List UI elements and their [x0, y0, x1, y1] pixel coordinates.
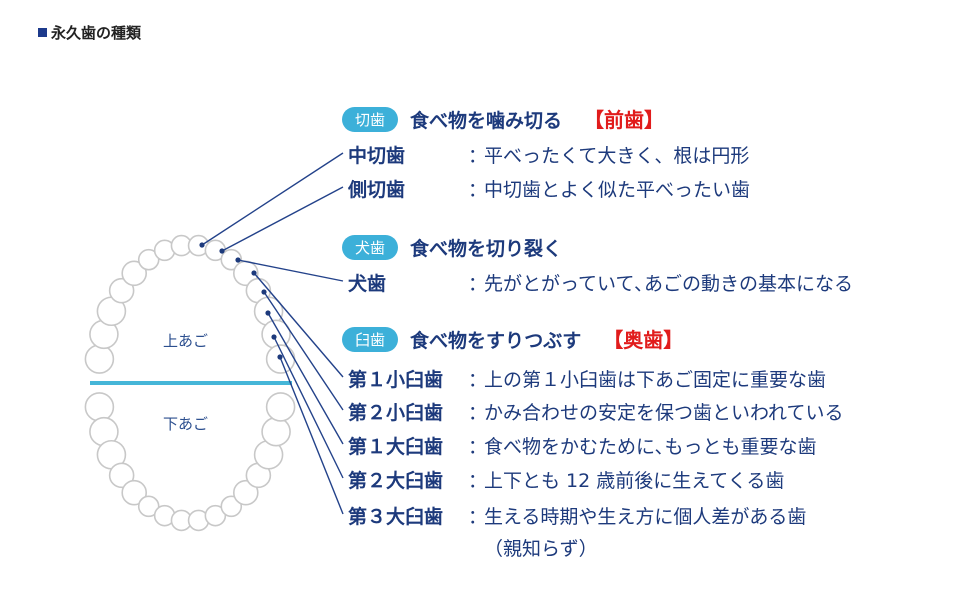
tooth-desc: 先がとがっていて､あごの動きの基本になる [484, 273, 853, 295]
tooth-note: （親知らず） [484, 538, 598, 560]
tooth [261, 416, 291, 447]
tooth-row: 中切歯 ：平べったくて大きく、根は円形 [348, 141, 749, 168]
leader-line [221, 186, 344, 252]
separator: ： [468, 145, 488, 167]
separator: ： [468, 273, 488, 295]
group-molars: 臼歯食べ物をすりつぶす【奥歯】 [342, 324, 684, 353]
tooth-desc: 上の第１小臼歯は下あご固定に重要な歯 [484, 369, 827, 391]
leader-line [263, 291, 344, 411]
leader-dot [199, 242, 205, 248]
tooth [108, 277, 135, 304]
tooth-desc: 上下とも 12 歳前後に生えてくる歯 [484, 470, 785, 492]
tooth [220, 495, 243, 518]
tooth [220, 248, 243, 271]
group-heading: 食べ物を切り裂く [410, 238, 563, 260]
back-teeth-tag: 【奥歯】 [603, 328, 684, 352]
tooth-name: 犬歯 [348, 273, 387, 295]
title-text: 永久歯の種類 [51, 24, 142, 42]
tooth-row: 側切歯 ：中切歯とよく似た平べったい歯 [348, 175, 750, 202]
leader-line [253, 272, 344, 378]
group-heading: 食べ物を噛み切る [410, 110, 563, 132]
tooth-row: 犬歯 ：先がとがっていて､あごの動きの基本になる [348, 269, 853, 296]
tooth [108, 462, 135, 489]
tooth [204, 239, 227, 262]
tooth-row: 第２小臼歯 ：かみ合わせの安定を保つ歯といわれている [348, 398, 843, 425]
tooth-name: 第２大臼歯 [348, 470, 444, 492]
tooth-row: 第２大臼歯 ：上下とも 12 歳前後に生えてくる歯 [348, 466, 784, 493]
separator: ： [468, 369, 488, 391]
separator: ： [468, 470, 488, 492]
tooth-row: 第１小臼歯 ：上の第１小臼歯は下あご固定に重要な歯 [348, 365, 826, 392]
leader-dot [265, 310, 271, 316]
leader-lines [199, 152, 344, 515]
tooth-name: 中切歯 [348, 145, 406, 167]
leader-dot [261, 289, 267, 295]
group-heading: 食べ物をすりつぶす [410, 330, 582, 352]
lower-jaw-label: 下あご [163, 415, 209, 433]
leader-line [237, 259, 344, 282]
upper-jaw-label: 上あご [163, 332, 209, 350]
separator: ： [468, 436, 488, 458]
group-incisors: 切歯食べ物を噛み切る【前歯】 [342, 104, 665, 133]
leader-line [273, 336, 344, 479]
leader-dot [277, 354, 283, 360]
tooth-name: 第３大臼歯 [348, 506, 444, 528]
tooth [121, 479, 148, 506]
badge-canines: 犬歯 [342, 235, 399, 260]
leader-dot [235, 257, 241, 263]
tooth [137, 248, 160, 271]
separator: ： [468, 402, 488, 424]
separator: ： [468, 179, 488, 201]
separator: ： [468, 506, 488, 528]
bullet-square-icon [38, 28, 47, 37]
leader-line [267, 312, 344, 445]
tooth [137, 495, 160, 518]
tooth-desc: かみ合わせの安定を保つ歯といわれている [484, 402, 844, 424]
tooth-desc: 生える時期や生え方に個人差がある歯 [484, 506, 807, 528]
tooth-name: 側切歯 [348, 179, 406, 201]
leader-line [201, 152, 344, 246]
tooth-desc: 食べ物をかむために､もっとも重要な歯 [484, 436, 817, 458]
tooth-name: 第１大臼歯 [348, 436, 444, 458]
leader-dot [251, 270, 257, 276]
tooth [265, 392, 296, 422]
leader-dot [219, 248, 225, 254]
leader-dot [271, 334, 277, 340]
tooth-name: 第１小臼歯 [348, 369, 444, 391]
leader-line [279, 356, 344, 515]
group-canines: 犬歯食べ物を切り裂く [342, 234, 563, 261]
tooth [84, 392, 115, 422]
tooth-desc: 平べったくて大きく、根は円形 [484, 145, 750, 167]
tooth-row: 第１大臼歯 ：食べ物をかむために､もっとも重要な歯 [348, 432, 817, 459]
tooth [84, 344, 115, 374]
page-title: 永久歯の種類 [38, 22, 141, 43]
front-teeth-tag: 【前歯】 [584, 108, 665, 132]
badge-molars: 臼歯 [342, 327, 399, 352]
tooth [121, 260, 148, 287]
tooth-row: 第３大臼歯 ：生える時期や生え方に個人差がある歯 [348, 502, 806, 529]
tooth-name: 第２小臼歯 [348, 402, 444, 424]
tooth [204, 504, 227, 527]
tooth [232, 479, 259, 506]
tooth-desc: 中切歯とよく似た平べったい歯 [484, 179, 751, 201]
badge-incisors: 切歯 [342, 107, 399, 132]
